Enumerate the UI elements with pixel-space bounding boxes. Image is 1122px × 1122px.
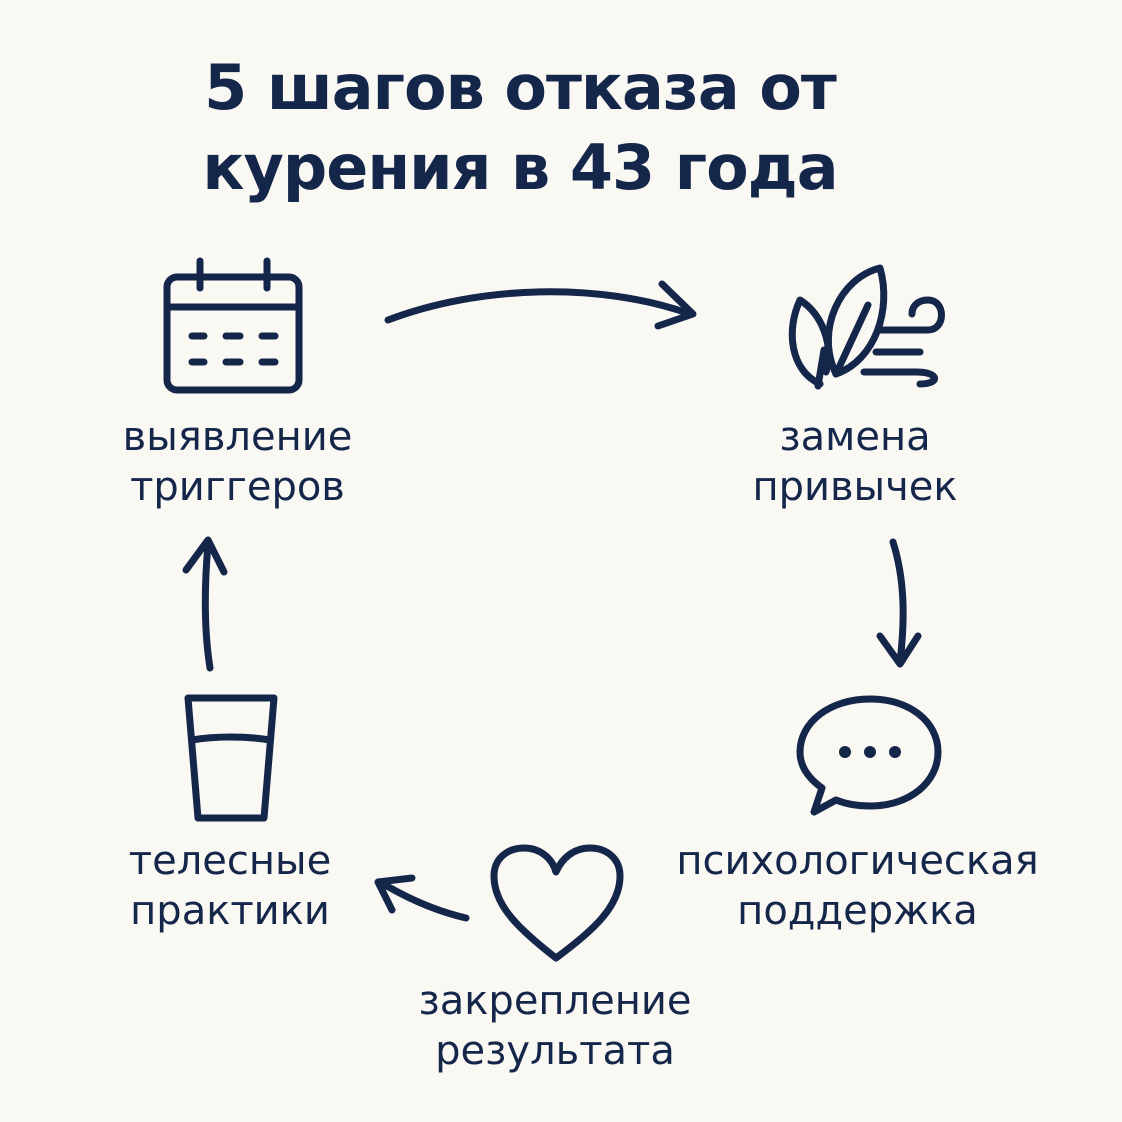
arrow-step5-to-step1 xyxy=(182,536,228,672)
heart-icon xyxy=(490,844,624,962)
arrow-step2-to-step3 xyxy=(876,538,922,668)
calendar-icon xyxy=(163,257,303,394)
step-label-4: закрепление результата xyxy=(418,978,692,1074)
diagram-title: 5 шагов отказа от курения в 43 года xyxy=(0,48,1040,208)
step-label-2: замена привычек xyxy=(752,414,958,510)
arrow-step1-to-step2 xyxy=(384,280,697,330)
glass-of-water-icon xyxy=(184,694,278,822)
step-label-5: телесные практики xyxy=(128,838,332,934)
title-line-1: 5 шагов отказа от xyxy=(204,51,837,124)
step-label-3: психологическая поддержка xyxy=(676,838,1039,934)
leaf-wind-icon xyxy=(788,264,945,390)
arrow-step4-to-step5 xyxy=(374,874,470,922)
step-label-1: выявление триггеров xyxy=(122,414,353,510)
title-line-2: курения в 43 года xyxy=(202,131,838,204)
speech-bubble-icon xyxy=(796,695,942,816)
